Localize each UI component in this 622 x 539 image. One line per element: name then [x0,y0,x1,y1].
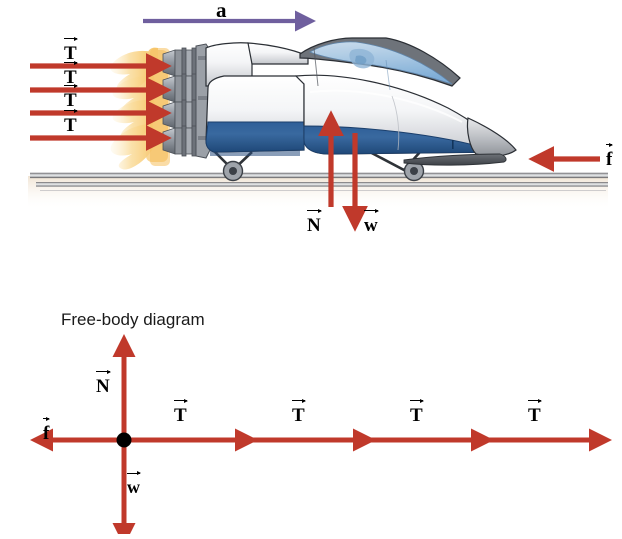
acceleration-label: a [216,0,227,22]
thrust-label-2: T [64,61,78,87]
rocket-engines [162,43,211,159]
undercarriage [210,148,425,182]
normal-force-label-scene: N [307,209,322,235]
fbd-weight-label: w [127,471,141,496]
fbd-thrust-label-3: T [410,399,424,425]
free-body-diagram-title: Free-body diagram [61,310,205,329]
ground-and-track [28,172,608,210]
fbd-friction-label: f [43,417,51,443]
fbd-thrust-label-2: T [292,399,306,425]
friction-label-scene: f [606,143,614,169]
fbd-thrust-label-4: T [528,399,542,425]
fbd-origin-dot [116,432,132,448]
thrust-label-1: T [64,37,78,63]
thrust-label-3: T [64,84,78,110]
fbd-arrows [30,334,612,539]
scene-force-arrows [30,53,600,232]
thrust-label-4: T [64,109,78,135]
fbd-normal-force-label: N [96,370,111,396]
rocket-sled-body [205,37,517,166]
weight-label-scene: w [364,209,379,235]
fbd-thrust-label-1: T [174,399,188,425]
